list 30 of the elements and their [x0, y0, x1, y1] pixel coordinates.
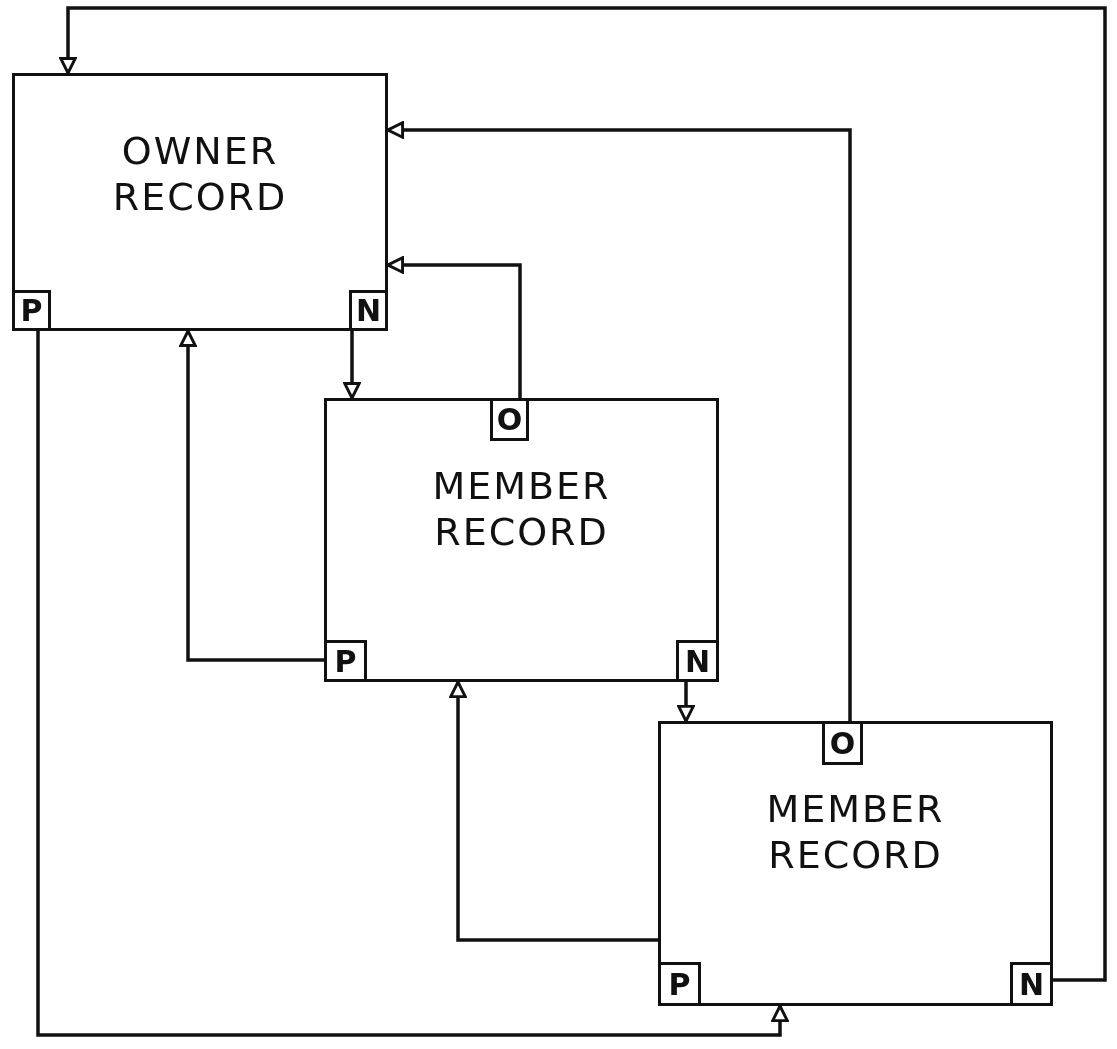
arrow [179, 329, 324, 662]
field-letter: P [20, 293, 43, 328]
field-letter: O [829, 725, 856, 761]
pointer-field-box [1010, 962, 1053, 1006]
arrow [386, 256, 522, 398]
arrow [677, 682, 695, 723]
arrow [59, 6, 1107, 982]
pointer-field-box [822, 721, 863, 765]
pointer-field-box [658, 962, 701, 1006]
field-letter: N [684, 643, 711, 679]
pointer-field-box [490, 398, 529, 441]
pointer-field-box [676, 640, 719, 682]
record-label: MEMBER RECORD [765, 786, 946, 878]
field-letter: O [496, 402, 523, 437]
record-label: MEMBER RECORD [431, 463, 612, 555]
pointer-field-box [349, 290, 388, 331]
arrow [343, 331, 361, 400]
pointer-field-box [324, 640, 367, 682]
field-letter: P [334, 643, 357, 679]
arrow [449, 680, 658, 942]
arrow [36, 331, 789, 1037]
field-letter: P [668, 966, 691, 1002]
record-box [658, 721, 1053, 1006]
pointer-field-box [12, 290, 51, 331]
record-box [324, 398, 719, 682]
record-label: OWNER RECORD [111, 128, 289, 220]
arrow [386, 121, 852, 721]
field-letter: N [1018, 966, 1045, 1002]
field-letter: N [355, 293, 382, 328]
record-box [12, 73, 388, 331]
